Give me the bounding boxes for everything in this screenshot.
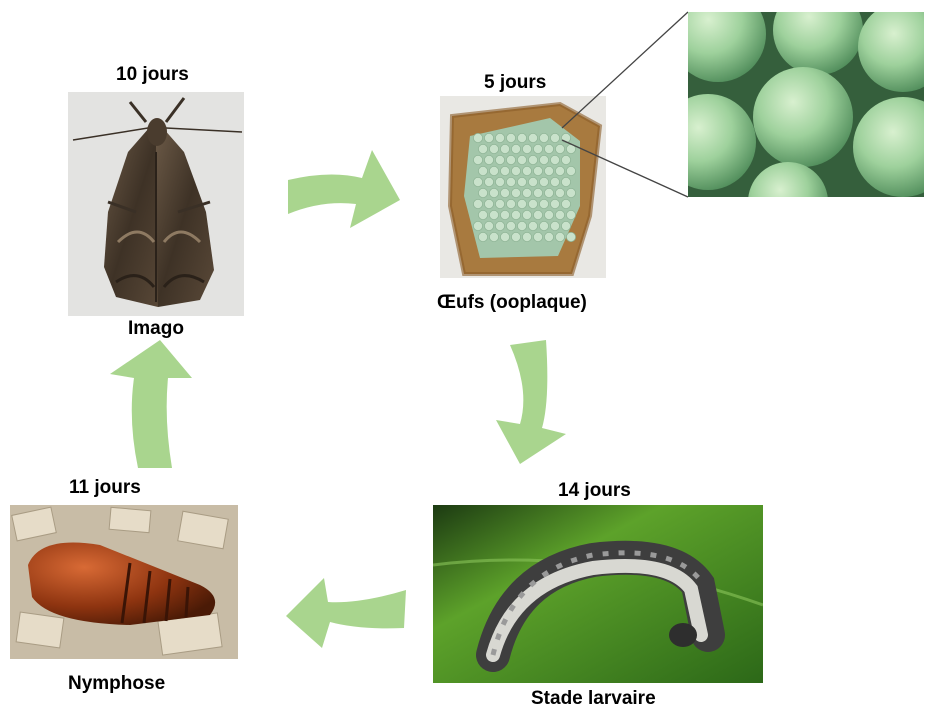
arrow-larva-to-pupa: [286, 578, 406, 648]
arrow-imago-to-eggs: [288, 150, 400, 228]
arrow-pupa-to-imago: [110, 340, 192, 468]
arrow-eggs-to-larva: [496, 340, 566, 464]
